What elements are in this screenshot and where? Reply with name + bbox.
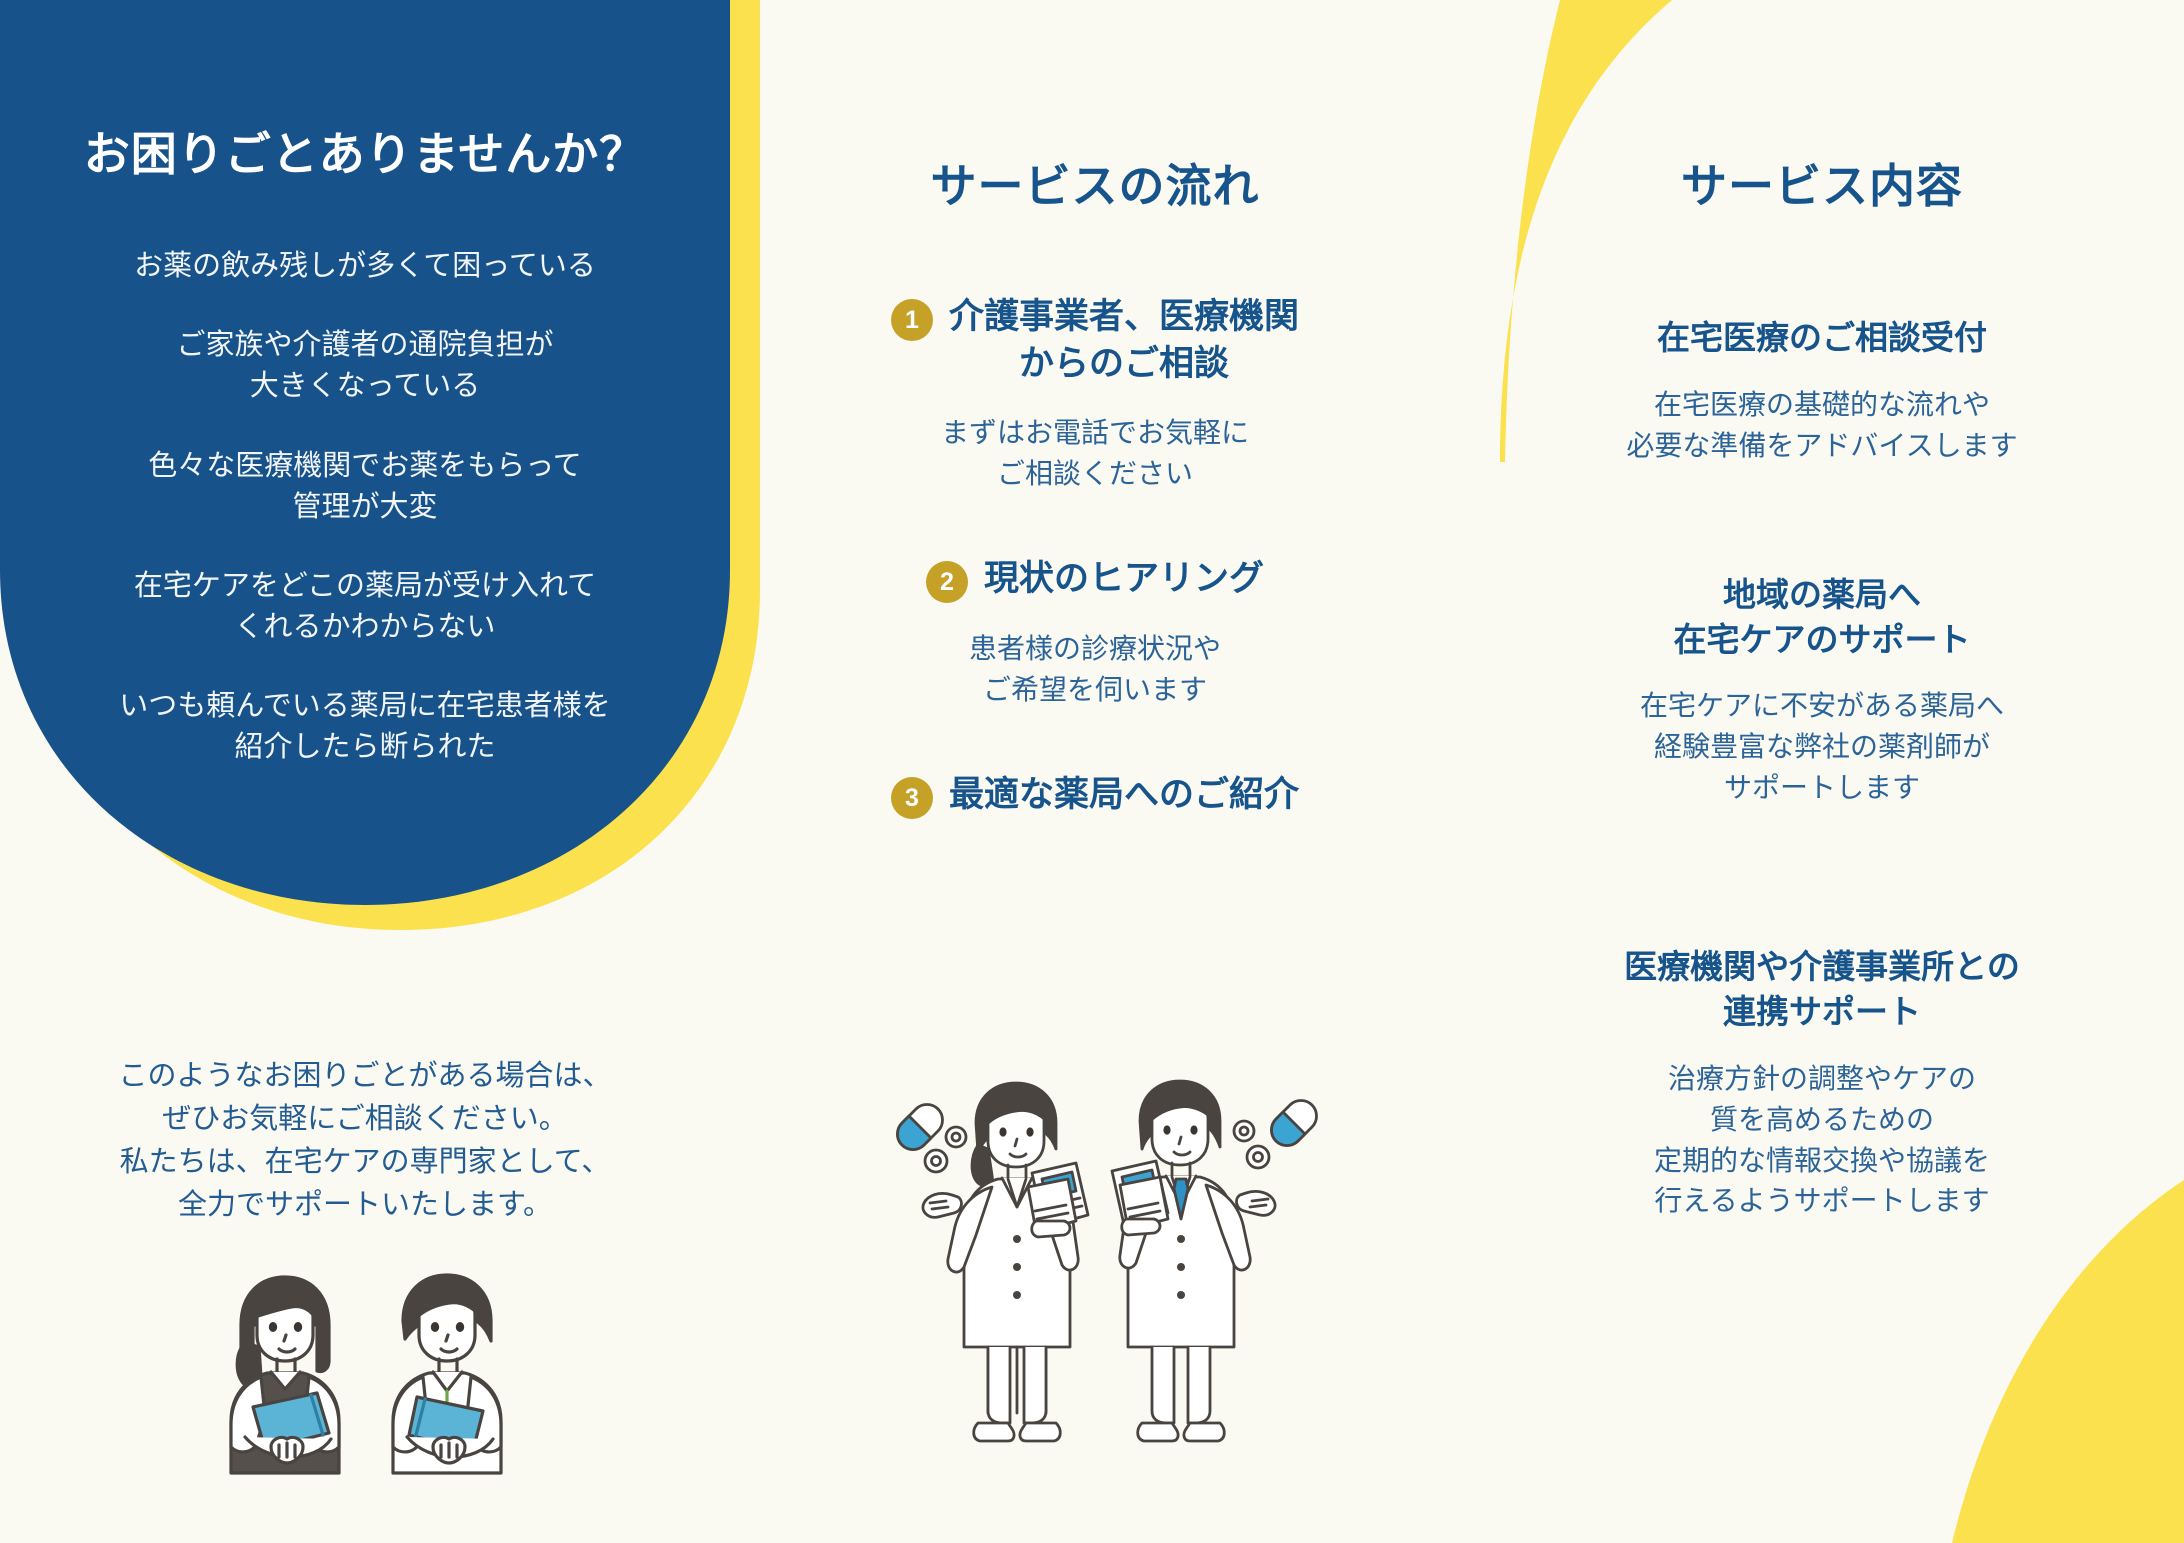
two-staff-with-clipboards-illustration xyxy=(229,1273,503,1475)
capsule-icon xyxy=(1270,1099,1318,1147)
service-item: 医療機関や介護事業所との連携サポート 治療方針の調整やケアの質を高めるための定期… xyxy=(1460,945,2184,1222)
two-pharmacists-with-medicine-illustration xyxy=(896,1079,1318,1443)
service-flow-title: サービスの流れ xyxy=(930,160,1260,212)
step-title: 最適な薬局へのご紹介 xyxy=(948,775,1299,815)
step-title: 現状のヒアリング xyxy=(983,559,1264,599)
pain-point-item: お薬の飲み残しが多くて困っている xyxy=(134,250,596,282)
service-item-title: 地域の薬局へ在宅ケアのサポート xyxy=(1673,575,1971,658)
pain-point-item: 色々な医療機関でお薬をもらって管理が大変 xyxy=(148,449,582,523)
pain-points-block: お困りごとありませんか？ お薬の飲み残しが多くて困っている ご家族や介護者の通院… xyxy=(0,0,730,807)
step-number-badge: 1 xyxy=(890,299,933,341)
step-number-badge: 3 xyxy=(890,777,933,820)
step-description: まずはお電話でお気軽にご相談ください xyxy=(940,417,1249,489)
service-flow-steps: 1 介護事業者、医療機関からのご相談 まずはお電話でお気軽にご相談ください 2 … xyxy=(730,294,1460,820)
pharmacist-female xyxy=(896,1081,1090,1443)
pill-icon xyxy=(923,1148,949,1174)
staff-female xyxy=(229,1275,341,1475)
service-step: 2 現状のヒアリング 患者様の診療状況やご希望を伺います xyxy=(730,556,1460,710)
step-number-badge: 2 xyxy=(925,561,968,604)
service-step: 3 最適な薬局へのご紹介 xyxy=(730,772,1460,820)
step-description: 患者様の診療状況やご希望を伺います xyxy=(968,633,1221,705)
pain-point-item: ご家族や介護者の通院負担が大きくなっている xyxy=(176,329,554,403)
service-content-title: サービス内容 xyxy=(1681,160,1963,212)
service-item-title: 医療機関や介護事業所との連携サポート xyxy=(1624,948,2020,1030)
service-step-header: 3 最適な薬局へのご紹介 xyxy=(730,772,1460,820)
right-column: サービス内容 在宅医療のご相談受付 在宅医療の基礎的な流れや必要な準備をアドバイ… xyxy=(1460,0,2184,1543)
middle-column: サービスの流れ 1 介護事業者、医療機関からのご相談 まずはお電話でお気軽にご相… xyxy=(730,0,1460,1543)
service-step-header: 2 現状のヒアリング xyxy=(730,556,1460,604)
service-step: 1 介護事業者、医療機関からのご相談 まずはお電話でお気軽にご相談ください xyxy=(730,294,1460,494)
step-title: 介護事業者、医療機関からのご相談 xyxy=(948,297,1299,383)
left-footer-text: このようなお困りごとがある場合は、ぜひお気軽にご相談ください。私たちは、在宅ケア… xyxy=(118,1060,612,1221)
pain-point-item: 在宅ケアをどこの薬局が受け入れてくれるかわからない xyxy=(133,569,597,644)
capsule-icon xyxy=(896,1103,944,1151)
left-column: お困りごとありませんか？ お薬の飲み残しが多くて困っている ご家族や介護者の通院… xyxy=(0,0,730,1543)
pill-icon xyxy=(944,1125,968,1149)
staff-male xyxy=(391,1273,503,1475)
service-step-header: 1 介護事業者、医療機関からのご相談 xyxy=(730,294,1460,387)
service-item-description: 在宅医療の基礎的な流れや必要な準備をアドバイスします xyxy=(1626,388,2018,461)
pain-point-item: いつも頼んでいる薬局に在宅患者様を紹介したら断られた xyxy=(119,690,611,764)
service-item-description: 在宅ケアに不安がある薬局へ経験豊富な弊社の薬剤師がサポートします xyxy=(1639,690,2004,804)
pain-point-list: お薬の飲み残しが多くて困っている ご家族や介護者の通院負担が大きくなっている 色… xyxy=(0,246,730,769)
pill-icon xyxy=(1245,1144,1271,1170)
left-footer-block: このようなお困りごとがある場合は、ぜひお気軽にご相談ください。私たちは、在宅ケア… xyxy=(0,1055,730,1227)
left-panel-title: お困りごとありませんか？ xyxy=(83,128,647,180)
pill-icon xyxy=(1232,1119,1256,1143)
service-item: 在宅医療のご相談受付 在宅医療の基礎的な流れや必要な準備をアドバイスします xyxy=(1460,316,2184,467)
service-item: 地域の薬局へ在宅ケアのサポート 在宅ケアに不安がある薬局へ経験豊富な弊社の薬剤師… xyxy=(1460,573,2184,809)
pharmacist-male xyxy=(1110,1079,1318,1443)
service-item-title: 在宅医療のご相談受付 xyxy=(1657,319,1987,356)
service-item-description: 治療方針の調整やケアの質を高めるための定期的な情報交換や協議を行えるようサポート… xyxy=(1653,1062,1990,1217)
